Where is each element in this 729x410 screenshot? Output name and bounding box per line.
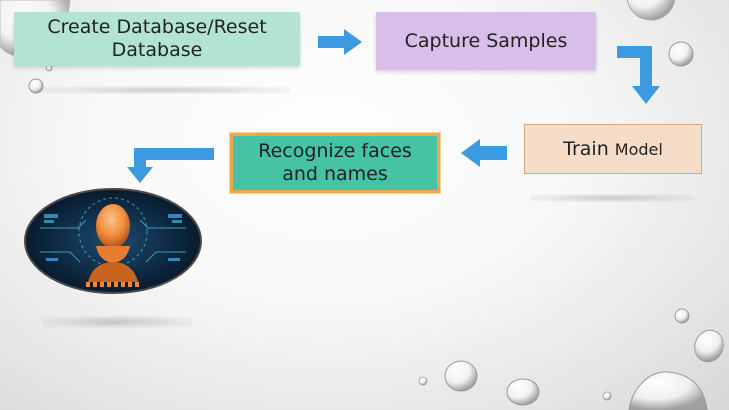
step-capture-label: Capture Samples [404,29,568,52]
step-recognize-label: Recognize faces and names [258,140,412,185]
shadow-under-create [40,86,290,94]
step-train-label-wrap: Train Model [563,138,663,161]
shadow-under-train [530,194,695,202]
step-capture-samples: Capture Samples [376,12,596,70]
step-train-model: Train Model [524,124,702,174]
step-train-label-small: Model [614,139,663,159]
arrow-bend-down-left-icon [127,148,214,183]
shadow-under-image [42,316,192,328]
step-create-database: Create Database/Reset Database [14,12,300,66]
step-create-label: Create Database/Reset Database [47,16,267,61]
face-recognition-image [24,188,202,294]
arrow-left-icon [461,139,507,167]
arrow-bend-down-icon [617,46,660,104]
step-train-label-main: Train [563,137,609,160]
step-recognize-faces: Recognize faces and names [230,133,440,193]
arrow-right-icon [318,29,362,55]
